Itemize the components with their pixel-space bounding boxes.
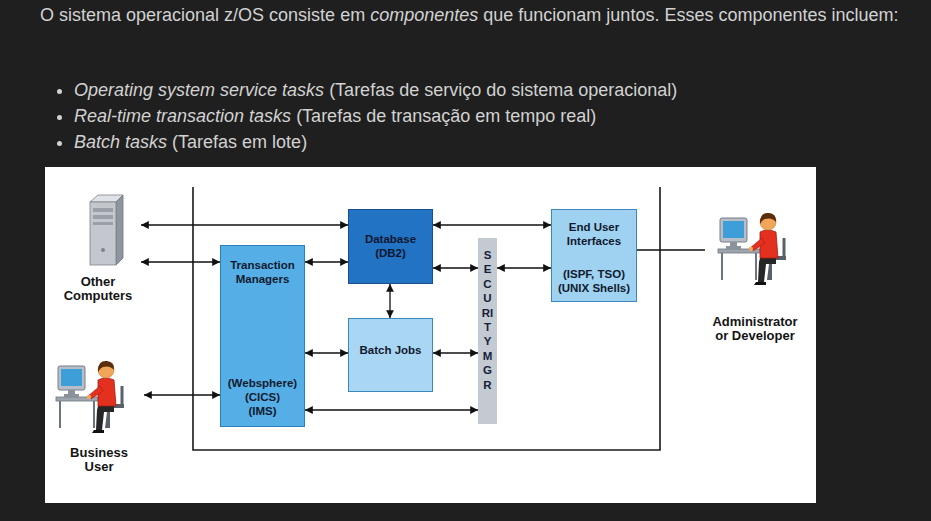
connector-arrow [433,352,478,353]
node-label: End User Interfaces [556,220,632,248]
node-label: Transaction Managers [225,258,300,286]
process-box: Batch Jobs [348,318,433,392]
node-label: Database (DB2) [353,232,428,260]
node-body: (Websphere) (CICS) (IMS) [225,376,300,418]
connector-arrow [141,224,348,225]
admin-icon [718,213,786,285]
connector-arrow [497,267,551,268]
body-text: que funcionam juntos. Esses componentes … [483,5,898,25]
body-text: O sistema operacional z/OS consiste em [40,5,365,25]
body-text: (Tarefas de serviço do sistema operacion… [329,80,677,100]
computer-icon [90,195,123,265]
connector-arrow [144,394,220,395]
connector-arrow [305,352,348,353]
body-text: (Tarefas de transação em tempo real) [296,106,596,126]
computer-node: Other Computers [55,193,141,303]
bullet-item: Real-time transaction tasks(Tarefas de t… [74,103,677,129]
connector-arrow [389,284,390,318]
security-bar: SECURITY MGR [478,238,497,424]
database-box: Database (DB2) [348,209,433,284]
emphasis-text: Operating system service tasks [74,80,324,100]
node-label: Other Computers [55,275,141,303]
connector-arrow [637,249,705,250]
node-label: Business User [54,446,144,474]
frame-lines [193,187,660,450]
bullet-item: Operating system service tasks(Tarefas d… [74,77,677,103]
connector-arrow [433,267,478,268]
user-node: Administrator or Developer [705,210,805,343]
emphasis-text: Batch tasks [74,132,167,152]
user-node: Business User [54,356,144,474]
connector-arrow [433,224,551,225]
body-text: (Tarefas em lote) [172,132,307,152]
emphasis-text: componentes [370,5,478,25]
node-label: Batch Jobs [360,343,422,357]
node-body: (ISPF, TSO) (UNIX Shells) [556,267,632,295]
interface-box: End User Interfaces (ISPF, TSO) (UNIX She… [551,209,637,302]
node-label: Administrator or Developer [705,315,805,343]
process-box: Transaction Managers (Websphere) (CICS) (… [220,245,305,427]
connector-arrow [305,409,478,410]
node-label: SECURITY MGR [482,248,494,392]
business-user-icon [56,361,124,433]
emphasis-text: Real-time transaction tasks [74,106,291,126]
bullet-item: Batch tasks(Tarefas em lote) [74,129,677,155]
intro-paragraph: O sistema operacional z/OS consiste emco… [40,2,908,29]
connector-arrow [141,261,220,262]
connector-arrow [305,261,348,262]
bullet-list: Operating system service tasks(Tarefas d… [36,77,677,155]
